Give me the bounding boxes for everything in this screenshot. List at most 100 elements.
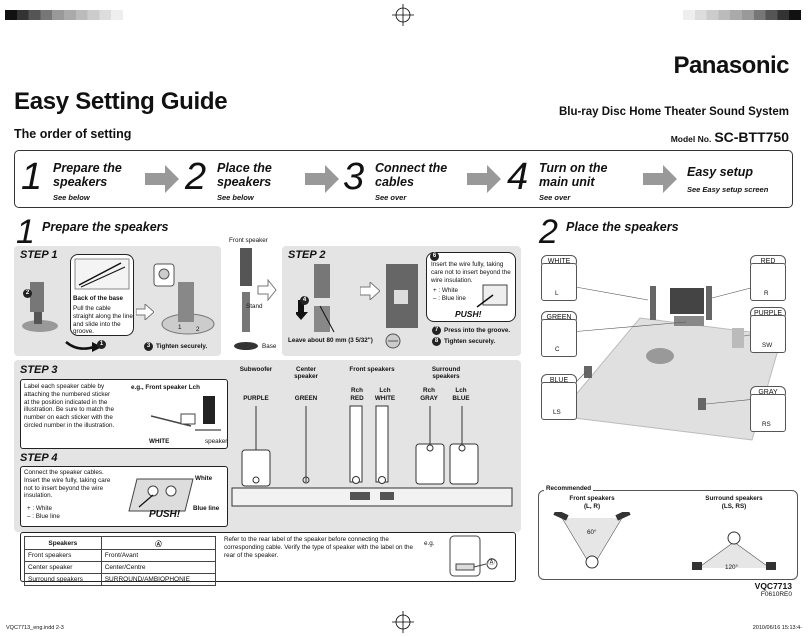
table-cell: Front/Avant	[100, 549, 217, 562]
page-subtitle: The order of setting	[14, 127, 132, 141]
rear-label-marker: Ⓐ	[488, 559, 495, 566]
table-cell: SURROUND/AMBIOPHONIE	[100, 573, 217, 586]
table-header: Speakers	[24, 536, 102, 550]
section-2-number: 2	[539, 213, 558, 251]
step3-label: STEP 3	[20, 364, 58, 376]
model-label: Model No.	[670, 134, 712, 144]
speaker-icon-l	[541, 263, 577, 301]
product-name: Blu-ray Disc Home Theater Sound System	[558, 106, 789, 118]
table-row: Center speaker Center/Centre	[24, 561, 217, 574]
speaker-icon-r	[750, 263, 786, 301]
speaker-stand-illustration	[234, 248, 277, 350]
flow-step-ref: See below	[217, 193, 254, 202]
step1-label: STEP 1	[20, 249, 58, 261]
back-of-base-label: Back of the base	[73, 295, 124, 302]
flow-arrow-icon	[467, 165, 501, 193]
wire-clip-illustration	[476, 284, 508, 308]
step4-instruction: Connect the speaker cables. Insert the w…	[24, 469, 111, 500]
channel-front-lch: Lch	[379, 387, 391, 394]
speaker-base-illustration	[22, 282, 58, 332]
table-header-row: Speakers Ⓐ	[24, 536, 217, 550]
step3-example: e.g., Front speaker Lch	[131, 384, 200, 391]
tighten-label: Tighten securely.	[156, 343, 208, 350]
white-polarity: + : White	[433, 287, 459, 294]
print-date: 2010/06/16 15:13:4-	[752, 625, 802, 631]
white-polarity: + : White	[27, 505, 53, 512]
rec-front-title: Front speakers	[569, 495, 615, 502]
tag-code-r: R	[764, 290, 769, 297]
registration-bar-left	[5, 10, 123, 20]
crosshair-mark-top	[392, 4, 414, 26]
channel-group-subwoofer: Subwoofer	[239, 366, 273, 373]
step2-label: STEP 2	[288, 249, 326, 261]
table-cell: Center speaker	[24, 561, 102, 574]
speaker-side-label: speaker	[205, 438, 228, 445]
step4-label: STEP 4	[20, 452, 58, 464]
front-angle-diagram	[553, 512, 631, 569]
flow-step-title: Turn on the main unit	[539, 161, 608, 189]
stand-label: Stand	[246, 303, 263, 310]
channel-group-surround: Surround speakers	[431, 366, 461, 380]
tighten-label: Tighten securely.	[444, 338, 496, 345]
table-row: Surround speakers SURROUND/AMBIOPHONIE	[24, 573, 217, 586]
white-wire-label: WHITE	[149, 438, 170, 445]
channel-group-front: Front speakers	[349, 366, 395, 373]
flow-step-4: 4 Turn on the main unit See over	[507, 155, 637, 205]
speaker-label-table: Speakers Ⓐ Front speakers Front/Avant Ce…	[24, 536, 217, 586]
flow-step-number: 4	[507, 156, 529, 198]
rec-surround-title: Surround speakers	[705, 495, 763, 502]
step4-box: Connect the speaker cables. Insert the w…	[20, 466, 228, 527]
speaker-icon-c	[541, 319, 577, 357]
press-groove-label: Press into the groove.	[444, 327, 511, 334]
flow-step-ref: See Easy setup screen	[687, 185, 769, 194]
speaker-rear-label-illustration	[449, 535, 498, 577]
recommended-label: Recommended	[544, 485, 594, 492]
registration-bar-right	[683, 10, 801, 20]
step-marker-7: 7	[432, 326, 441, 335]
flow-step-title: Place the speakers	[217, 161, 272, 189]
speaker-terminal-illustration	[386, 264, 418, 328]
surround-angle-value: 120°	[725, 564, 739, 571]
blue-lbl: Blue line	[193, 505, 220, 512]
speaker-icon-rs	[750, 394, 786, 432]
color-red: RED	[350, 395, 364, 402]
channel-surround-rch: Rch	[423, 387, 435, 394]
screw-number-1: 1	[178, 324, 182, 331]
section-1-number: 1	[16, 213, 35, 251]
front-angle-value: 60°	[587, 529, 597, 536]
flow-step-title: Connect the cables	[375, 161, 448, 189]
step-marker-8: 8	[432, 337, 441, 346]
model-number: Model No.SC-BTT750	[671, 129, 789, 145]
step-marker-3: 3	[144, 342, 153, 351]
leave-length-label: Leave about 80 mm (3 5/32")	[288, 337, 373, 344]
white-lbl: White	[195, 475, 213, 482]
page-title: Easy Setting Guide	[14, 88, 228, 115]
arrow-right-icon	[136, 304, 154, 320]
flow-step-ref: See over	[539, 193, 571, 202]
table-cell: Front speakers	[24, 549, 102, 562]
doc-code: VQC7713	[754, 581, 792, 591]
push-label: PUSH!	[149, 509, 181, 520]
base-label: Base	[262, 343, 277, 350]
tag-code-rs: RS	[762, 421, 771, 428]
flow-arrow-icon	[145, 165, 179, 193]
flow-step-number: 3	[343, 156, 365, 198]
flow-step-title: Easy setup	[687, 165, 754, 179]
front-speaker-label: Front speaker	[229, 237, 268, 244]
blue-polarity: – : Blue line	[433, 295, 466, 302]
screw-number-2: 2	[196, 326, 200, 333]
cable-label-illustration	[151, 396, 221, 431]
brand-logo: Panasonic	[673, 52, 789, 79]
flow-arrow-icon	[305, 165, 339, 193]
color-white: WHITE	[374, 395, 396, 402]
section-2-title: Place the speakers	[566, 220, 679, 234]
surround-angle-diagram	[692, 531, 776, 570]
rec-surround-sub: (LS, RS)	[721, 503, 747, 510]
flow-step-title: Prepare the speakers	[53, 161, 122, 189]
base-detail-callout: Back of the base Pull the cable straight…	[70, 254, 134, 336]
flow-step-2: 2 Place the speakers See below	[185, 155, 315, 205]
step-marker-6: 6	[430, 252, 439, 261]
tag-code-c: C	[555, 346, 560, 353]
channel-front-rch: Rch	[351, 387, 363, 394]
terminal-connect-illustration	[128, 478, 194, 512]
